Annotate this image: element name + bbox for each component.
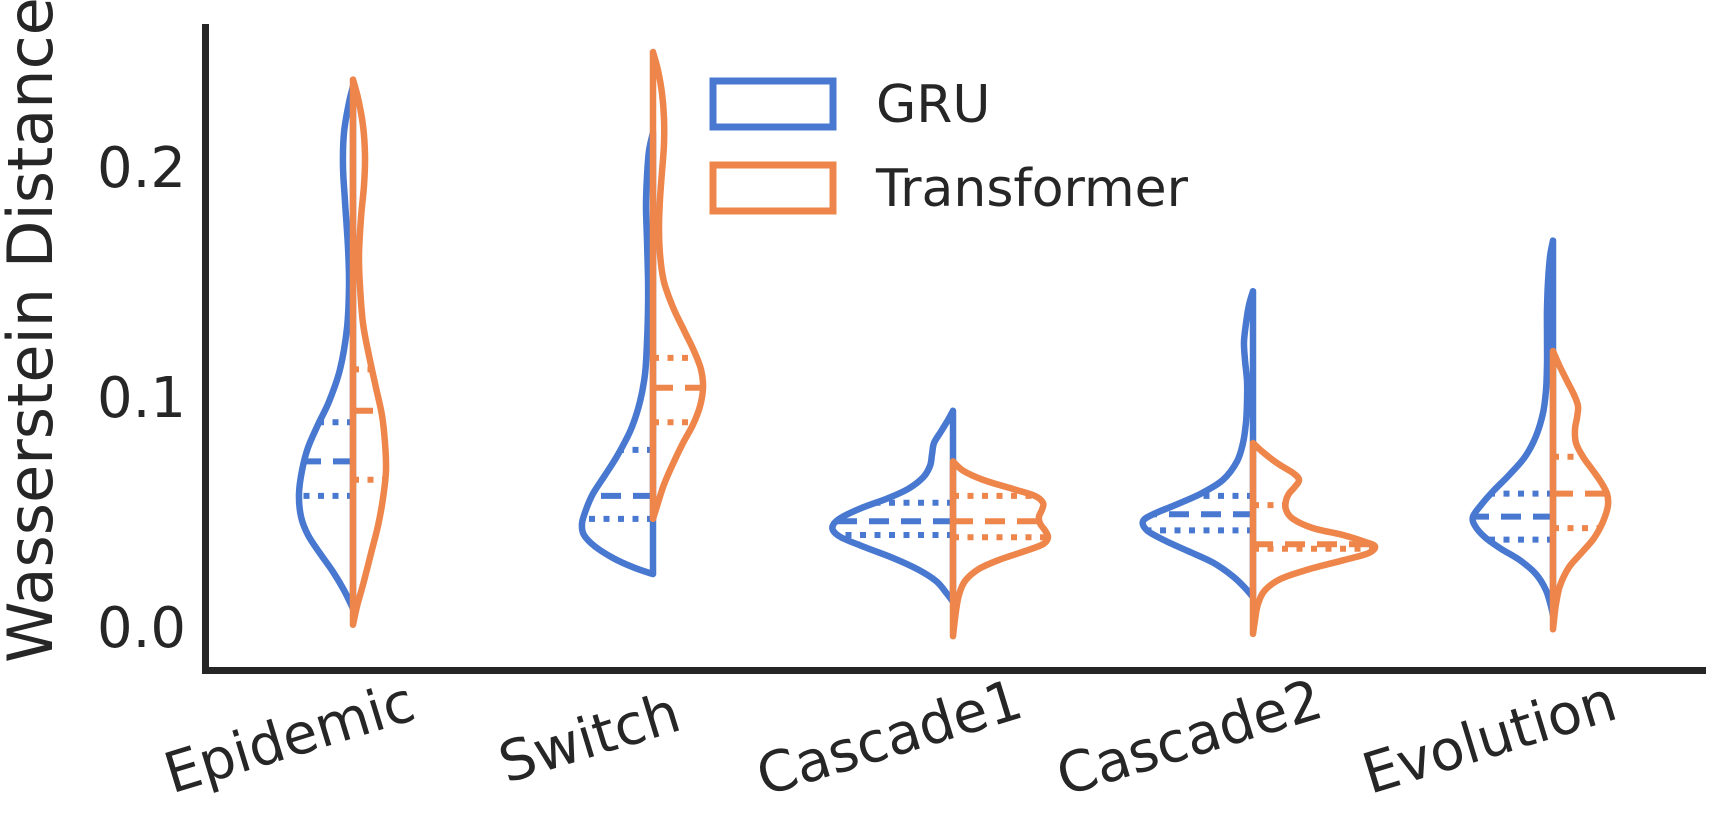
violin-cascade1-gru — [829, 407, 957, 605]
axis-spines — [202, 24, 1706, 674]
violin-outline — [1549, 347, 1612, 633]
legend-label-transformer: Transformer — [875, 159, 1189, 219]
violin-switch-transformer — [649, 48, 707, 523]
y-tick-label: 0.2 — [97, 136, 186, 201]
violin-epidemic-gru — [295, 83, 357, 612]
violin-cascade2-transformer — [1249, 439, 1379, 638]
violin-outline — [349, 76, 390, 628]
violin-cascade1-transformer — [949, 458, 1052, 640]
x-tick-label-cascade1: Cascade1 — [749, 667, 1029, 809]
legend: GRU Transformer — [709, 75, 1189, 219]
violin-outline — [295, 83, 357, 612]
violin-outline — [1249, 439, 1379, 638]
violin-evolution-gru — [1469, 237, 1557, 619]
y-tick-label: 0.1 — [97, 366, 186, 431]
x-tick-label-cascade2: Cascade2 — [1049, 667, 1329, 809]
x-tick-label-evolution: Evolution — [1355, 669, 1624, 808]
x-tick-label-epidemic: Epidemic — [157, 670, 422, 807]
violin-evolution-transformer — [1549, 347, 1612, 633]
legend-swatch-transformer — [709, 161, 837, 215]
violin-cascade2-gru — [1139, 287, 1257, 601]
violin-outline — [578, 129, 657, 578]
violin-epidemic-transformer — [349, 76, 390, 628]
x-tick-label-switch: Switch — [492, 680, 688, 796]
violin-outline — [1139, 287, 1257, 601]
violin-outline — [829, 407, 957, 605]
violin-switch-gru — [578, 129, 657, 578]
axes — [202, 24, 1706, 674]
legend-label-gru: GRU — [876, 75, 991, 135]
legend-swatch-gru — [709, 77, 837, 131]
y-tick-label: 0.0 — [97, 596, 186, 661]
y-axis-label: Wasserstein Distance — [0, 0, 67, 663]
violin-outline — [949, 458, 1052, 640]
violins — [295, 48, 1612, 640]
y-tick-labels: 0.0 0.1 0.2 — [97, 136, 186, 661]
violin-outline — [649, 48, 707, 523]
violin-outline — [1469, 237, 1557, 619]
